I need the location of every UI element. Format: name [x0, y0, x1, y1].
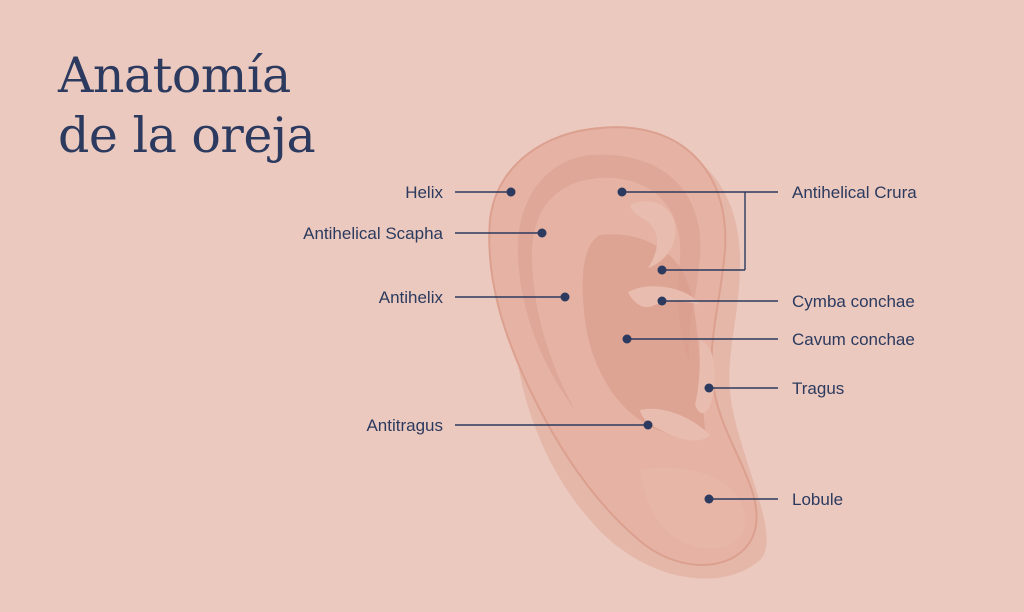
- cymba-dot: [657, 296, 667, 306]
- antitragus-shape: [640, 408, 710, 441]
- label-antihelical-scapha: Antihelical Scapha: [303, 224, 443, 243]
- cavum-dot: [622, 334, 632, 344]
- label-lobule: Lobule: [792, 490, 844, 509]
- title-line-1: Anatomía: [58, 47, 291, 104]
- lobule-shape: [640, 467, 746, 549]
- label-cavum-conchae: Cavum conchae: [792, 330, 915, 349]
- ear-illustration: [488, 126, 767, 579]
- crura-dot-upper: [617, 187, 627, 197]
- title-line-2: de la oreja: [58, 107, 316, 164]
- crura-shape: [630, 201, 676, 268]
- label-cymba-conchae: Cymba conchae: [792, 292, 915, 311]
- tragus-dot: [704, 383, 714, 393]
- label-antitragus: Antitragus: [366, 416, 443, 435]
- antihelix-dot: [560, 292, 570, 302]
- label-tragus: Tragus: [792, 379, 845, 398]
- crus-lower-shape: [628, 286, 700, 308]
- helix-dot: [506, 187, 516, 197]
- marker-dots: [506, 187, 714, 504]
- label-antihelical-crura: Antihelical Crura: [792, 183, 917, 202]
- tragus-shape: [695, 340, 715, 414]
- concha-shape: [582, 234, 705, 436]
- label-antihelix: Antihelix: [378, 288, 443, 307]
- leader-lines: [455, 191, 778, 500]
- scapha-dot: [537, 228, 547, 238]
- crura-dot-lower: [657, 265, 667, 275]
- label-helix: Helix: [405, 183, 443, 202]
- page-title: Anatomía de la oreja: [58, 46, 316, 166]
- lobule-dot: [704, 494, 714, 504]
- antitragus-dot: [643, 420, 653, 430]
